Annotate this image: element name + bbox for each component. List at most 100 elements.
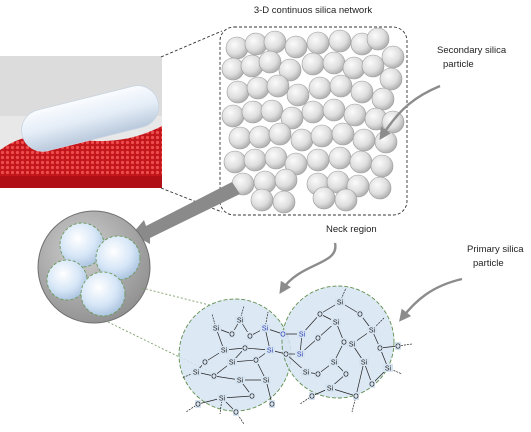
secondary-sphere xyxy=(221,104,245,128)
silicon-atom: Si xyxy=(299,332,306,339)
secondary-sphere xyxy=(328,29,352,53)
secondary-sphere xyxy=(301,52,325,76)
oxygen-atom: O xyxy=(315,372,321,379)
silicon-atom: Si xyxy=(361,360,368,367)
secondary-sphere xyxy=(349,150,373,174)
secondary-sphere xyxy=(342,56,366,80)
oxygen-atom: O xyxy=(280,332,286,339)
secondary-sphere xyxy=(280,106,304,130)
neck-label: Neck region xyxy=(326,224,377,235)
secondary-sphere xyxy=(260,99,284,123)
silicon-atom: Si xyxy=(331,360,338,367)
secondary-sphere xyxy=(352,128,376,152)
oxygen-atom: O xyxy=(269,402,275,409)
secondary-sphere xyxy=(246,76,270,100)
secondary-sphere xyxy=(306,31,330,55)
secondary-sphere xyxy=(381,45,405,69)
secondary-sphere xyxy=(263,30,287,54)
secondary-sphere xyxy=(343,103,367,127)
network-box xyxy=(219,26,408,216)
primary-arrow xyxy=(399,277,463,322)
secondary-sphere xyxy=(278,58,302,82)
oxygen-atom: O xyxy=(233,410,239,417)
silicon-atom: Si xyxy=(333,320,340,327)
secondary-sphere xyxy=(312,186,336,210)
secondary-sphere xyxy=(272,190,296,214)
silicon-atom: Si xyxy=(297,352,304,359)
silicon-atom: Si xyxy=(219,396,226,403)
oxygen-atom: O xyxy=(353,394,359,401)
network-title: 3-D continuos silica network xyxy=(254,5,373,16)
secondary-sphere xyxy=(322,98,346,122)
silicon-atom: Si xyxy=(337,300,344,307)
secondary-sphere xyxy=(329,74,353,98)
secondary-sphere xyxy=(250,188,274,212)
secondary-sphere xyxy=(221,57,245,81)
secondary-sphere xyxy=(284,35,308,59)
secondary-sphere xyxy=(286,83,310,107)
silicon-atom: Si xyxy=(327,386,334,393)
secondary-sphere xyxy=(258,50,282,74)
oxygen-atom: O xyxy=(211,374,217,381)
neck-arrow xyxy=(279,242,337,295)
zoom-arrow xyxy=(132,182,240,244)
oxygen-atom: O xyxy=(369,382,375,389)
silicon-atom: Si xyxy=(221,348,228,355)
secondary-sphere xyxy=(225,36,249,60)
silicon-atom: Si xyxy=(267,348,274,355)
secondary-sphere xyxy=(371,87,395,111)
secondary-sphere xyxy=(308,76,332,100)
silicon-atom: Si xyxy=(237,378,244,385)
silicon-atom: Si xyxy=(263,378,270,385)
silicon-atom: Si xyxy=(369,328,376,335)
oxygen-atom: O xyxy=(377,346,383,353)
oxygen-atom: O xyxy=(315,336,321,343)
silicon-atom: Si xyxy=(193,370,200,377)
secondary-sphere xyxy=(266,74,290,98)
oxygen-atom: O xyxy=(341,340,347,347)
primary-label-2: particle xyxy=(473,258,504,269)
secondary-sphere xyxy=(290,128,314,152)
oxygen-atom: O xyxy=(247,334,253,341)
silicon-atom: Si xyxy=(385,366,392,373)
oxygen-atom: O xyxy=(253,358,259,365)
secondary-sphere xyxy=(244,32,268,56)
primary-particle-left xyxy=(178,298,292,412)
secondary-sphere xyxy=(334,188,358,212)
secondary-sphere xyxy=(379,67,403,91)
secondary-sphere xyxy=(226,80,250,104)
oxygen-atom: O xyxy=(395,344,401,351)
secondary-sphere xyxy=(268,122,292,146)
oxygen-atom: O xyxy=(242,346,248,353)
silicon-atom: Si xyxy=(303,370,310,377)
secondary-sphere xyxy=(310,124,334,148)
secondary-sphere xyxy=(241,100,265,124)
secondary-silica-spheres xyxy=(221,27,405,214)
primary-label-1: Primary silica xyxy=(467,244,524,255)
silicon-atom: Si xyxy=(349,342,356,349)
oxygen-atom: O xyxy=(357,312,363,319)
secondary-sphere xyxy=(274,168,298,192)
secondary-label-2: particle xyxy=(443,59,474,70)
oxygen-atom: O xyxy=(283,352,289,359)
primary-aggregate xyxy=(37,210,151,324)
oxygen-atom: O xyxy=(343,372,349,379)
silicon-atom: Si xyxy=(229,360,236,367)
secondary-sphere xyxy=(248,125,272,149)
oxygen-atom: O xyxy=(195,402,201,409)
oxygen-atom: O xyxy=(249,394,255,401)
secondary-sphere xyxy=(322,51,346,75)
secondary-sphere xyxy=(374,130,398,154)
secondary-sphere xyxy=(350,80,374,104)
silicon-atom: Si xyxy=(213,326,220,333)
secondary-arrow xyxy=(379,84,441,141)
secondary-sphere xyxy=(243,148,267,172)
oxygen-atom: O xyxy=(202,360,208,367)
secondary-sphere xyxy=(370,154,394,178)
secondary-sphere xyxy=(223,150,247,174)
oxygen-atom: O xyxy=(317,312,323,319)
oxygen-atom: O xyxy=(229,332,235,339)
secondary-sphere xyxy=(366,27,390,51)
